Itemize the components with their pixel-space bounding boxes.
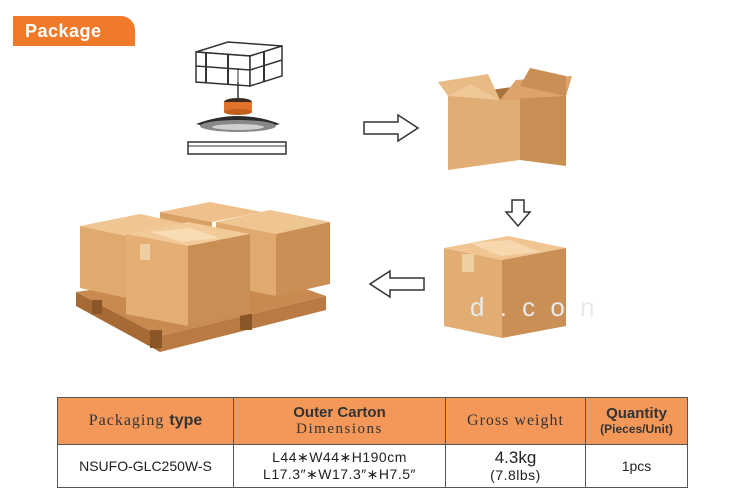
arrow-right-icon xyxy=(363,113,420,143)
header-outer-carton-line2: Dimensions xyxy=(296,421,383,437)
arrow-left-icon xyxy=(368,269,425,299)
cell-dimensions: L44∗W44∗H190cm L17.3″∗W17.3″∗H7.5″ xyxy=(233,444,446,488)
foam-board-icon xyxy=(187,141,287,155)
closed-box-icon xyxy=(444,236,566,338)
packaging-frame-icon xyxy=(195,41,283,96)
header-packaging-type-bold: type xyxy=(169,412,203,429)
header-packaging-label: Packaging xyxy=(88,412,165,429)
cell-dimensions-imperial: L17.3″∗W17.3″∗H7.5″ xyxy=(263,466,416,482)
header-outer-carton: Outer Carton Dimensions xyxy=(233,397,446,445)
watermark: d . c o n xyxy=(470,292,599,322)
header-gross-weight: Gross weight xyxy=(445,397,586,445)
section-title-tab: Package xyxy=(13,16,135,46)
cell-dimensions-metric: L44∗W44∗H190cm xyxy=(272,449,407,465)
header-outer-carton-line1: Outer Carton xyxy=(293,404,386,421)
section-title: Package xyxy=(25,21,102,41)
open-box-icon xyxy=(438,68,572,170)
header-gross-weight-label: Gross weight xyxy=(467,412,564,429)
cell-quantity: 1pcs xyxy=(585,444,688,488)
table-row: NSUFO-GLC250W-S L44∗W44∗H190cm L17.3″∗W1… xyxy=(57,444,688,488)
header-quantity: Quantity (Pieces/Unit) xyxy=(585,397,688,445)
header-quantity-line1: Quantity xyxy=(606,405,667,422)
package-spec-table: Packaging type Outer Carton Dimensions G… xyxy=(57,397,688,488)
stacked-boxes-icon xyxy=(80,202,330,326)
cell-weight-kg: 4.3kg xyxy=(494,447,537,467)
arrow-down-icon xyxy=(504,199,532,228)
packaging-illustration xyxy=(76,41,572,352)
cell-weight: 4.3kg (7.8lbs) xyxy=(445,444,586,488)
cell-weight-lbs: (7.8lbs) xyxy=(490,466,541,483)
table-header-row: Packaging type Outer Carton Dimensions G… xyxy=(57,397,688,445)
header-quantity-line2: (Pieces/Unit) xyxy=(600,422,673,436)
ufo-light-icon xyxy=(196,82,280,132)
header-packaging-type: Packaging type xyxy=(57,397,234,445)
cell-model: NSUFO-GLC250W-S xyxy=(57,444,234,488)
